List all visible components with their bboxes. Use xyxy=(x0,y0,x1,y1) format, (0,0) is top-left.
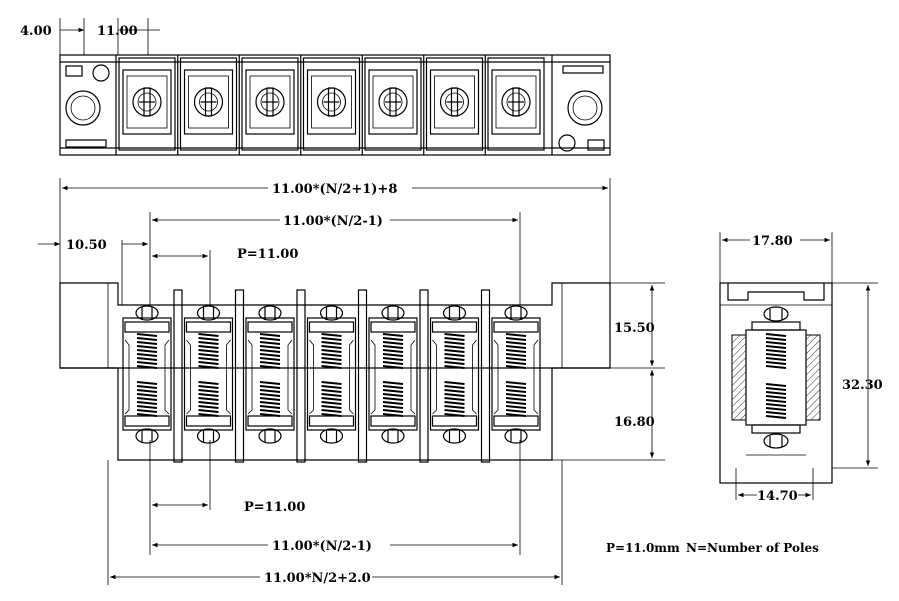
front-dim-pitch-bottom: P=11.00 xyxy=(149,440,305,555)
legend: P=11.0mm N=Number of Poles xyxy=(606,541,819,555)
front-view-pole xyxy=(429,305,480,444)
top-view-pole xyxy=(302,57,361,151)
front-dim-bottom-width-label: 11.00*N/2+2.0 xyxy=(264,571,371,586)
top-view-pole xyxy=(118,57,176,151)
top-view-pole xyxy=(241,57,299,151)
side-view-springs xyxy=(765,333,787,419)
top-view-left-mounting-ear xyxy=(65,55,117,155)
front-dim-inner-span-bottom: 11.00*(N/2-1) xyxy=(152,440,521,555)
top-view-poles xyxy=(118,55,545,155)
front-dim-height-lower-label: 16.80 xyxy=(614,415,655,430)
side-view: 17.80 32.30 14.70 xyxy=(719,232,883,504)
front-dim-pitch-top-label: P=11.00 xyxy=(237,247,298,262)
side-view-outline xyxy=(719,282,833,484)
side-view-hatched-wall-right xyxy=(805,334,821,421)
legend-pitch-note: P=11.0mm xyxy=(606,541,680,555)
legend-poles-note: N=Number of Poles xyxy=(686,541,819,555)
side-dim-height: 32.30 xyxy=(832,282,883,469)
front-dim-inner-span-top: 11.00*(N/2-1) xyxy=(149,212,521,305)
side-dim-width-top: 17.80 xyxy=(719,232,833,283)
top-view-pole xyxy=(425,57,484,151)
side-dim-width-bottom-label: 14.70 xyxy=(757,489,798,504)
front-dim-inner-span-top-label: 11.00*(N/2-1) xyxy=(283,214,383,229)
front-dim-bottom-width: 11.00*N/2+2.0 xyxy=(107,460,563,586)
front-dim-heights: 15.50 16.80 xyxy=(552,282,665,461)
front-dim-height-upper-label: 15.50 xyxy=(614,321,655,336)
front-dim-edge-offset-label: 10.50 xyxy=(66,238,107,253)
top-dim-pitch-label: 11.00 xyxy=(97,24,138,39)
top-view-pole xyxy=(179,57,238,151)
front-view-pole xyxy=(306,305,357,444)
front-view-pole xyxy=(491,305,541,444)
front-view-pole xyxy=(368,305,418,444)
top-view-outline xyxy=(59,54,611,156)
front-dim-overall-width-label: 11.00*(N/2+1)+8 xyxy=(272,182,397,197)
side-dim-height-label: 32.30 xyxy=(842,378,883,393)
side-dim-width-top-label: 17.80 xyxy=(752,234,793,249)
top-dim-edge: 4.00 xyxy=(20,18,85,55)
front-dim-overall-width: 11.00*(N/2+1)+8 xyxy=(59,178,611,283)
top-view-pole xyxy=(364,57,422,151)
front-view-pole xyxy=(122,305,172,444)
top-view-right-mounting-ear xyxy=(551,55,605,155)
front-dim-pitch-bottom-label: P=11.00 xyxy=(244,500,305,515)
top-dim-pitch: 11.00 xyxy=(97,18,160,55)
front-dim-edge-offset: 10.50 xyxy=(38,238,148,305)
front-view-pole xyxy=(183,305,234,444)
side-dim-width-bottom: 14.70 xyxy=(735,468,814,504)
side-view-hatched-wall-left xyxy=(731,334,747,421)
top-view: 4.00 11.00 xyxy=(20,18,611,156)
front-view-poles xyxy=(122,289,541,463)
front-dim-pitch-top: P=11.00 xyxy=(152,247,298,305)
top-dim-edge-label: 4.00 xyxy=(20,24,52,39)
top-view-pole xyxy=(487,57,545,151)
front-dim-inner-span-bottom-label: 11.00*(N/2-1) xyxy=(272,539,372,554)
front-view-pole xyxy=(245,305,295,444)
front-view: 11.00*(N/2+1)+8 11.00*(N/2-1) 10.50 P=11… xyxy=(38,178,665,586)
